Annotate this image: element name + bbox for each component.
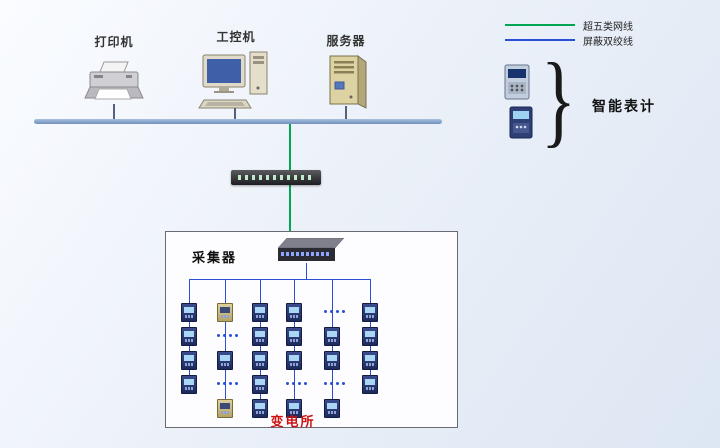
smart-meter-icon-a bbox=[504, 64, 530, 100]
meter-icon-yellow bbox=[217, 399, 233, 418]
meter-icon bbox=[286, 351, 302, 370]
meter-grid bbox=[166, 232, 457, 427]
meter-icon bbox=[252, 327, 268, 346]
group-brace: } bbox=[541, 42, 576, 157]
industrial-pc-label: 工控机 bbox=[216, 30, 256, 44]
meter-icon bbox=[252, 399, 268, 418]
meter-icon bbox=[286, 303, 302, 322]
meter-icon bbox=[181, 351, 197, 370]
network-switch-icon bbox=[231, 170, 321, 185]
meter-wire bbox=[225, 279, 226, 408]
substation-label: 变电所 bbox=[270, 414, 316, 429]
switch-ports bbox=[238, 175, 314, 180]
more-meters-ellipsis bbox=[286, 382, 307, 385]
meter-icon bbox=[286, 399, 302, 418]
industrial-pc-bus-connector bbox=[234, 108, 236, 120]
meter-icon bbox=[362, 327, 378, 346]
meter-icon bbox=[324, 399, 340, 418]
meter-icon bbox=[181, 327, 197, 346]
printer-label: 打印机 bbox=[94, 35, 134, 49]
more-meters-ellipsis bbox=[217, 334, 238, 337]
cat5e-wire-bus-to-switch bbox=[289, 124, 291, 170]
meter-icon bbox=[324, 327, 340, 346]
meter-icon bbox=[252, 351, 268, 370]
server-bus-connector bbox=[345, 106, 347, 120]
legend-item-shielded-twisted-pair: 屏蔽双绞线 bbox=[505, 33, 633, 48]
more-meters-ellipsis bbox=[324, 310, 345, 313]
smart-meters-label: 智能表计 bbox=[592, 98, 656, 114]
more-meters-ellipsis bbox=[217, 382, 238, 385]
server-icon bbox=[329, 55, 367, 109]
cat5e-wire-switch-to-collector bbox=[289, 185, 291, 238]
meter-wire bbox=[189, 279, 371, 280]
meter-icon bbox=[181, 303, 197, 322]
network-bus-line bbox=[34, 119, 442, 124]
meter-icon bbox=[324, 351, 340, 370]
meter-icon bbox=[217, 351, 233, 370]
legend-item-cat5e: 超五类网线 bbox=[505, 18, 633, 33]
meter-icon bbox=[362, 303, 378, 322]
cat5e-label: 超五类网线 bbox=[583, 21, 633, 33]
printer-bus-connector bbox=[113, 104, 115, 120]
substation-box: 采集器 变电所 bbox=[165, 231, 458, 429]
meter-icon bbox=[286, 327, 302, 346]
industrial-pc-icon bbox=[198, 51, 268, 109]
meter-icon bbox=[181, 375, 197, 394]
server-label: 服务器 bbox=[326, 34, 366, 48]
meter-wire bbox=[306, 263, 307, 279]
meter-icon bbox=[252, 375, 268, 394]
meter-icon bbox=[362, 375, 378, 394]
cat5e-line-sample bbox=[505, 24, 575, 26]
collector-icon bbox=[278, 238, 344, 261]
meter-icon bbox=[362, 351, 378, 370]
legend: 超五类网线 屏蔽双绞线 bbox=[505, 18, 633, 48]
meter-icon-yellow bbox=[217, 303, 233, 322]
more-meters-ellipsis bbox=[324, 382, 345, 385]
meter-icon bbox=[252, 303, 268, 322]
smart-meter-icon-b bbox=[509, 106, 533, 139]
collector-label: 采集器 bbox=[192, 250, 238, 265]
printer-icon bbox=[84, 61, 144, 100]
shielded-twisted-pair-label: 屏蔽双绞线 bbox=[583, 36, 633, 48]
shielded-twisted-pair-line-sample bbox=[505, 39, 575, 41]
